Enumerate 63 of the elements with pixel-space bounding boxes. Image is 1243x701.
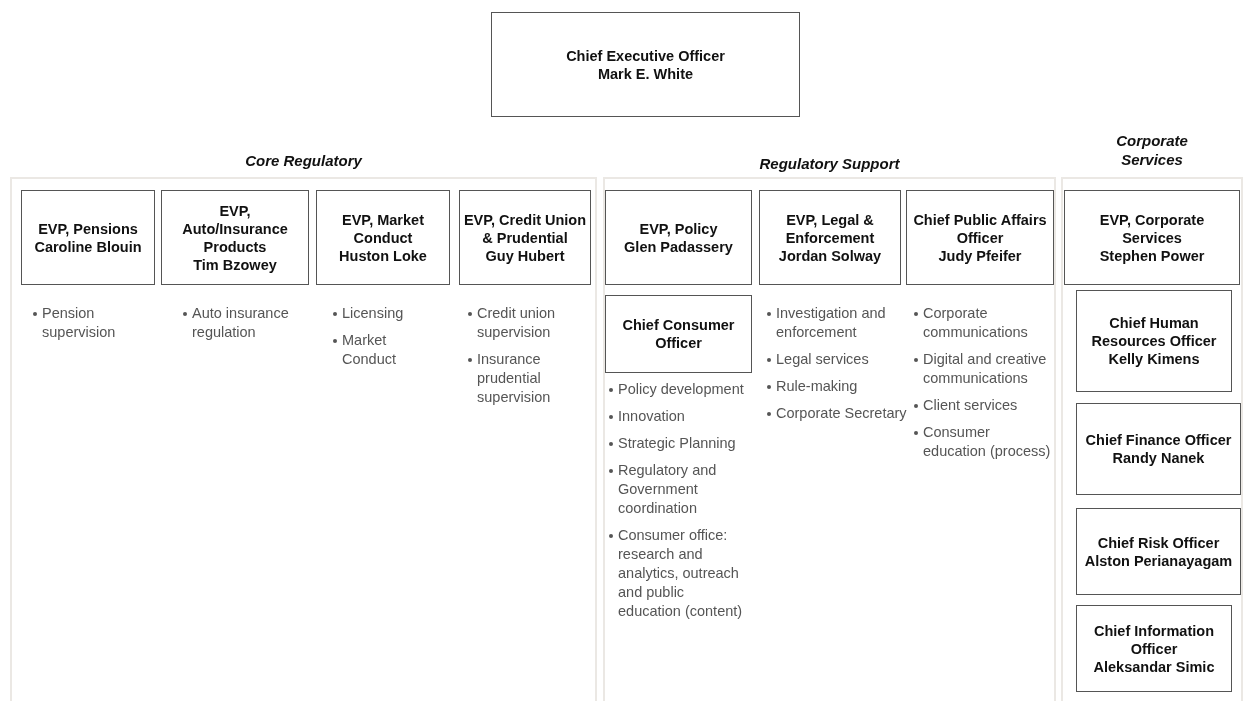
responsibility-item: Legal services	[776, 351, 869, 367]
responsibility-item: Investigation and enforcement	[776, 305, 886, 340]
group-title: Core Regulatory	[244, 151, 364, 170]
person-name: Tim Bzowey	[193, 255, 277, 274]
person-name: Jordan Solway	[778, 246, 882, 265]
position-box	[906, 190, 1054, 285]
role-title: Chief Finance Officer	[1085, 431, 1232, 449]
position-box	[1076, 290, 1232, 392]
responsibility-item: Strategic Planning	[618, 435, 736, 451]
position-box	[1076, 605, 1232, 692]
role-title: Chief Public Affairs Officer	[912, 210, 1048, 247]
responsibility-item: Rule-making	[776, 378, 858, 394]
role-title: EVP, Legal & Enforcement	[784, 210, 876, 247]
role-title: Chief Executive Officer	[566, 46, 725, 65]
role-title: EVP, Corporate Services	[1098, 210, 1206, 247]
position-box	[316, 190, 450, 285]
responsibility-item: Insurance prudential supervision	[477, 351, 551, 405]
responsibility-item: Innovation	[618, 408, 685, 424]
role-title: EVP, Policy	[639, 219, 718, 238]
group-title: Regulatory Support	[758, 154, 901, 173]
responsibility-item: Corporate communications	[923, 305, 1028, 340]
role-title: Chief Consumer Officer	[621, 316, 736, 352]
person-name: Randy Nanek	[1112, 449, 1205, 467]
responsibility-item: Policy development	[618, 381, 744, 397]
person-name: Mark E. White	[597, 64, 694, 83]
role-title: EVP, Auto/Insurance Products	[181, 201, 289, 256]
position-box	[1076, 403, 1241, 495]
responsibility-item: Consumer education (process)	[923, 424, 1051, 459]
person-name: Aleksandar Simic	[1093, 657, 1215, 676]
position-box	[1076, 508, 1241, 595]
responsibility-item: Digital and creative communications	[923, 351, 1047, 386]
person-name: Guy Hubert	[485, 246, 565, 265]
position-box	[459, 190, 591, 285]
position-box	[605, 190, 752, 285]
responsibility-item: Licensing	[342, 305, 404, 321]
role-title: Chief Risk Officer	[1097, 533, 1220, 552]
position-box	[491, 12, 800, 117]
position-box	[1064, 190, 1240, 285]
person-name: Glen Padassery	[624, 237, 733, 256]
role-title: EVP, Pensions	[38, 219, 138, 238]
position-box	[161, 190, 309, 285]
person-name: Caroline Blouin	[34, 237, 142, 256]
responsibility-item: Client services	[923, 397, 1018, 413]
responsibility-item: Consumer office: research and analytics, outreach and public education (content)	[618, 527, 743, 619]
responsibility-item: Credit union supervision	[477, 305, 556, 340]
responsibility-item: Auto insurance regulation	[192, 305, 289, 340]
role-title: EVP, Market Conduct	[341, 210, 425, 247]
person-name: Stephen Power	[1099, 246, 1205, 265]
person-name: Huston Loke	[339, 246, 427, 265]
responsibility-item: Corporate Secretary	[776, 405, 907, 421]
role-title: Chief Human Resources Officer	[1090, 314, 1218, 350]
position-box	[21, 190, 155, 285]
group-title: Corporate Services	[1115, 131, 1189, 169]
responsibility-item: Market Conduct	[342, 332, 396, 367]
role-title: EVP, Credit Union & Prudential	[463, 210, 587, 247]
person-name: Judy Pfeifer	[938, 246, 1022, 265]
person-name: Kelly Kimens	[1108, 350, 1200, 368]
role-title: Chief Information Officer	[1093, 621, 1215, 658]
person-name: Alston Perianayagam	[1084, 551, 1233, 570]
responsibility-item: Regulatory and Government coordination	[618, 462, 717, 516]
position-box	[605, 295, 752, 373]
responsibility-item: Pension supervision	[42, 305, 116, 340]
position-box	[759, 190, 901, 285]
